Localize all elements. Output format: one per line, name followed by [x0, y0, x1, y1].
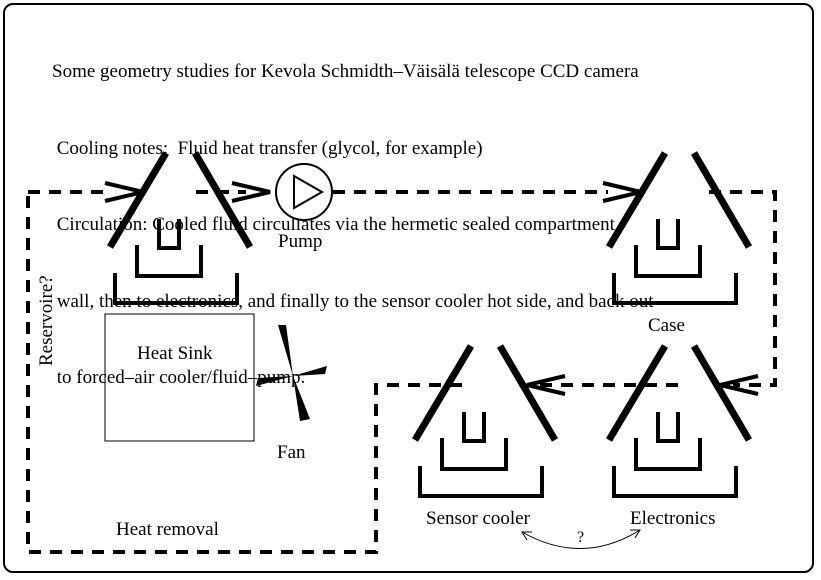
arrowhead-icon: [521, 531, 532, 541]
uncertain-link: ?: [521, 529, 641, 549]
arrowhead-icon: [630, 529, 641, 539]
notes-circulation-3: to forced–air cooler/fluid–pump.: [52, 367, 306, 388]
notes-block: Some geometry studies for Kevola Schmidt…: [52, 8, 654, 416]
fluid-loop: [26, 190, 777, 554]
notes-cooling: Cooling notes: Fluid heat transfer (glyc…: [52, 137, 483, 159]
heat-exchanger-icon: [110, 153, 250, 303]
heat-removal-label: Heat removal: [116, 519, 219, 540]
loop-right: [709, 190, 777, 387]
electronics-label: Electronics: [630, 508, 715, 529]
notes-title: Some geometry studies for Kevola Schmidt…: [52, 61, 639, 82]
fan-label: Fan: [277, 442, 306, 463]
question-label: ?: [577, 529, 584, 546]
pump-icon: [275, 163, 333, 221]
electronics-icon: [609, 346, 749, 496]
arrow-icon: [231, 181, 271, 203]
diagram-frame: [3, 3, 814, 573]
case-exchanger-icon: [609, 153, 749, 303]
fan-icon: [256, 325, 327, 421]
loop-bottom: [26, 192, 462, 554]
case-label: Case: [648, 315, 685, 336]
heat-sink-label: Heat Sink: [137, 343, 213, 364]
pump-label: Pump: [278, 231, 322, 252]
arrow-icon: [526, 374, 566, 396]
reservoire-label: Reservoire?: [36, 275, 57, 366]
sensor-cooler-icon: [415, 346, 555, 496]
heat-sink-box: [104, 313, 255, 442]
sensor-cooler-label: Sensor cooler: [426, 508, 531, 529]
